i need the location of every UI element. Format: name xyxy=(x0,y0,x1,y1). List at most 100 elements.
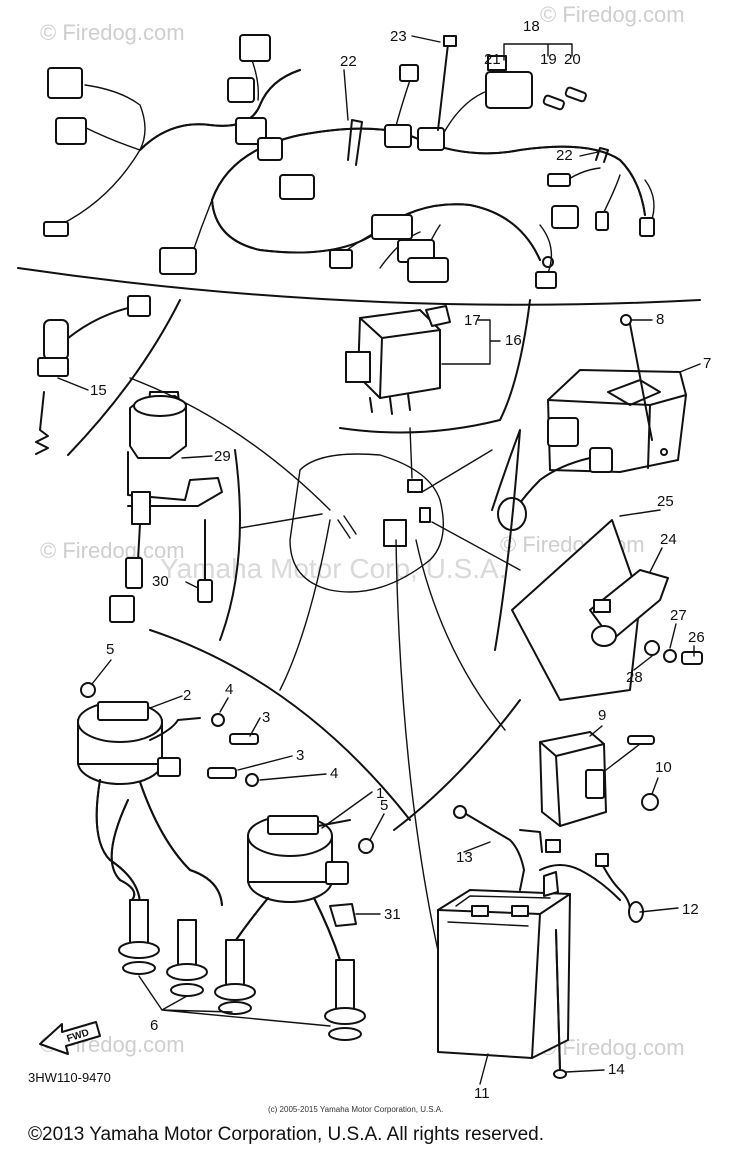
washer-icon xyxy=(245,773,259,787)
connector-icon xyxy=(384,124,412,148)
callout-30: 30 xyxy=(152,573,169,590)
callout-9: 9 xyxy=(598,707,606,724)
fuse-box-icon xyxy=(485,71,533,109)
plug-cap-icon xyxy=(225,939,245,987)
switch-connector-icon xyxy=(109,595,135,623)
fwd-arrow-icon xyxy=(39,1021,101,1055)
callout-25: 25 xyxy=(657,493,674,510)
leader-line xyxy=(415,539,506,731)
callout-12: 12 xyxy=(682,901,699,918)
connector-icon xyxy=(235,117,267,145)
leader-line xyxy=(431,521,521,571)
plug-cap-icon xyxy=(129,899,149,947)
callout-6: 6 xyxy=(150,1017,158,1034)
rectifier-bracket xyxy=(511,519,703,701)
bolt-icon xyxy=(207,767,237,779)
screw-icon xyxy=(620,314,632,326)
callout-3a: 3 xyxy=(262,709,270,726)
region-divider xyxy=(219,449,241,641)
nut-icon xyxy=(358,838,374,854)
callout-21: 21 xyxy=(484,51,501,68)
band-icon xyxy=(437,43,449,131)
region-divider xyxy=(393,699,521,831)
callout-2: 2 xyxy=(183,687,191,704)
plug-cap-icon xyxy=(177,919,197,967)
callout-23: 23 xyxy=(390,28,407,45)
starter-relay xyxy=(393,699,659,831)
leader-line xyxy=(129,377,331,511)
washer-icon xyxy=(211,713,225,727)
washer-icon xyxy=(663,649,677,663)
callout-27: 27 xyxy=(670,607,687,624)
watermark-mid-left: © Firedog.com xyxy=(40,538,185,563)
bolt-icon xyxy=(197,579,213,603)
bolt-icon xyxy=(681,651,703,665)
callout-11: 11 xyxy=(474,1085,490,1102)
callout-3b: 3 xyxy=(296,747,304,764)
callout-7: 7 xyxy=(703,355,711,372)
connector-icon xyxy=(639,217,655,237)
callout-29: 29 xyxy=(214,448,231,465)
small-copyright: (c) 2005-2015 Yamaha Motor Corporation, … xyxy=(268,1105,443,1114)
washer-icon xyxy=(644,640,660,656)
callout-4b: 4 xyxy=(330,765,338,782)
forward-arrow: FWD xyxy=(39,1021,101,1055)
callout-5a: 5 xyxy=(106,641,114,658)
callout-20: 20 xyxy=(564,51,581,68)
region-divider xyxy=(339,299,531,434)
region-divider xyxy=(491,429,521,651)
nut-icon xyxy=(80,682,96,698)
callout-5b: 5 xyxy=(380,797,388,814)
fuse-icon xyxy=(564,86,587,103)
bracket-plate-icon xyxy=(511,519,641,701)
callout-8: 8 xyxy=(656,311,664,328)
callout-13: 13 xyxy=(456,849,473,866)
connector-icon xyxy=(595,211,609,231)
connector-icon xyxy=(279,174,315,200)
callout-14: 14 xyxy=(608,1061,625,1078)
nut-icon xyxy=(641,793,659,811)
diagram-code: 3HW110-9470 xyxy=(28,1070,111,1085)
callout-31: 31 xyxy=(384,906,401,923)
harness-divider-curve xyxy=(17,267,701,306)
battery-icon xyxy=(437,889,571,1059)
fuse-icon xyxy=(542,94,565,111)
connector-icon xyxy=(257,137,283,161)
connector-icon xyxy=(535,271,557,289)
connector-icon xyxy=(371,214,413,240)
connector-icon xyxy=(43,221,69,237)
leader-line xyxy=(279,519,331,691)
neutral-switch xyxy=(35,295,181,456)
callout-22b: 22 xyxy=(556,147,573,164)
callout-28: 28 xyxy=(626,669,643,686)
ignition-coils xyxy=(77,629,411,1041)
connector-icon xyxy=(227,77,255,103)
connector-icon xyxy=(239,34,271,62)
callout-16: 16 xyxy=(505,332,522,349)
leader-line xyxy=(239,513,323,529)
callout-labels: 1 2 3 3 4 4 5 5 6 7 8 9 10 11 12 13 14 1… xyxy=(57,18,711,1102)
cable-tie-icon xyxy=(347,119,363,166)
watermark-top-left: © Firedog.com xyxy=(40,20,185,45)
callout-4a: 4 xyxy=(225,681,233,698)
callout-1: 1 xyxy=(376,785,384,802)
region-divider xyxy=(149,629,411,821)
callout-19: 19 xyxy=(540,51,557,68)
frame-outline xyxy=(129,377,521,961)
leader-line xyxy=(395,539,441,961)
main-switch xyxy=(109,391,241,641)
plug-cap-icon xyxy=(335,959,355,1013)
connector-icon xyxy=(55,117,87,145)
watermark-center: Yamaha Motor Corp, U.S.A. xyxy=(160,553,507,584)
ring-terminal-icon xyxy=(542,256,554,268)
battery xyxy=(437,805,644,1079)
connector-icon xyxy=(547,173,571,187)
relay-cover-icon xyxy=(425,305,451,327)
callout-26: 26 xyxy=(688,629,705,646)
callout-10: 10 xyxy=(655,759,672,776)
cable-tie-icon xyxy=(595,147,609,163)
wire-harness xyxy=(17,34,701,306)
connector-icon xyxy=(47,67,83,99)
